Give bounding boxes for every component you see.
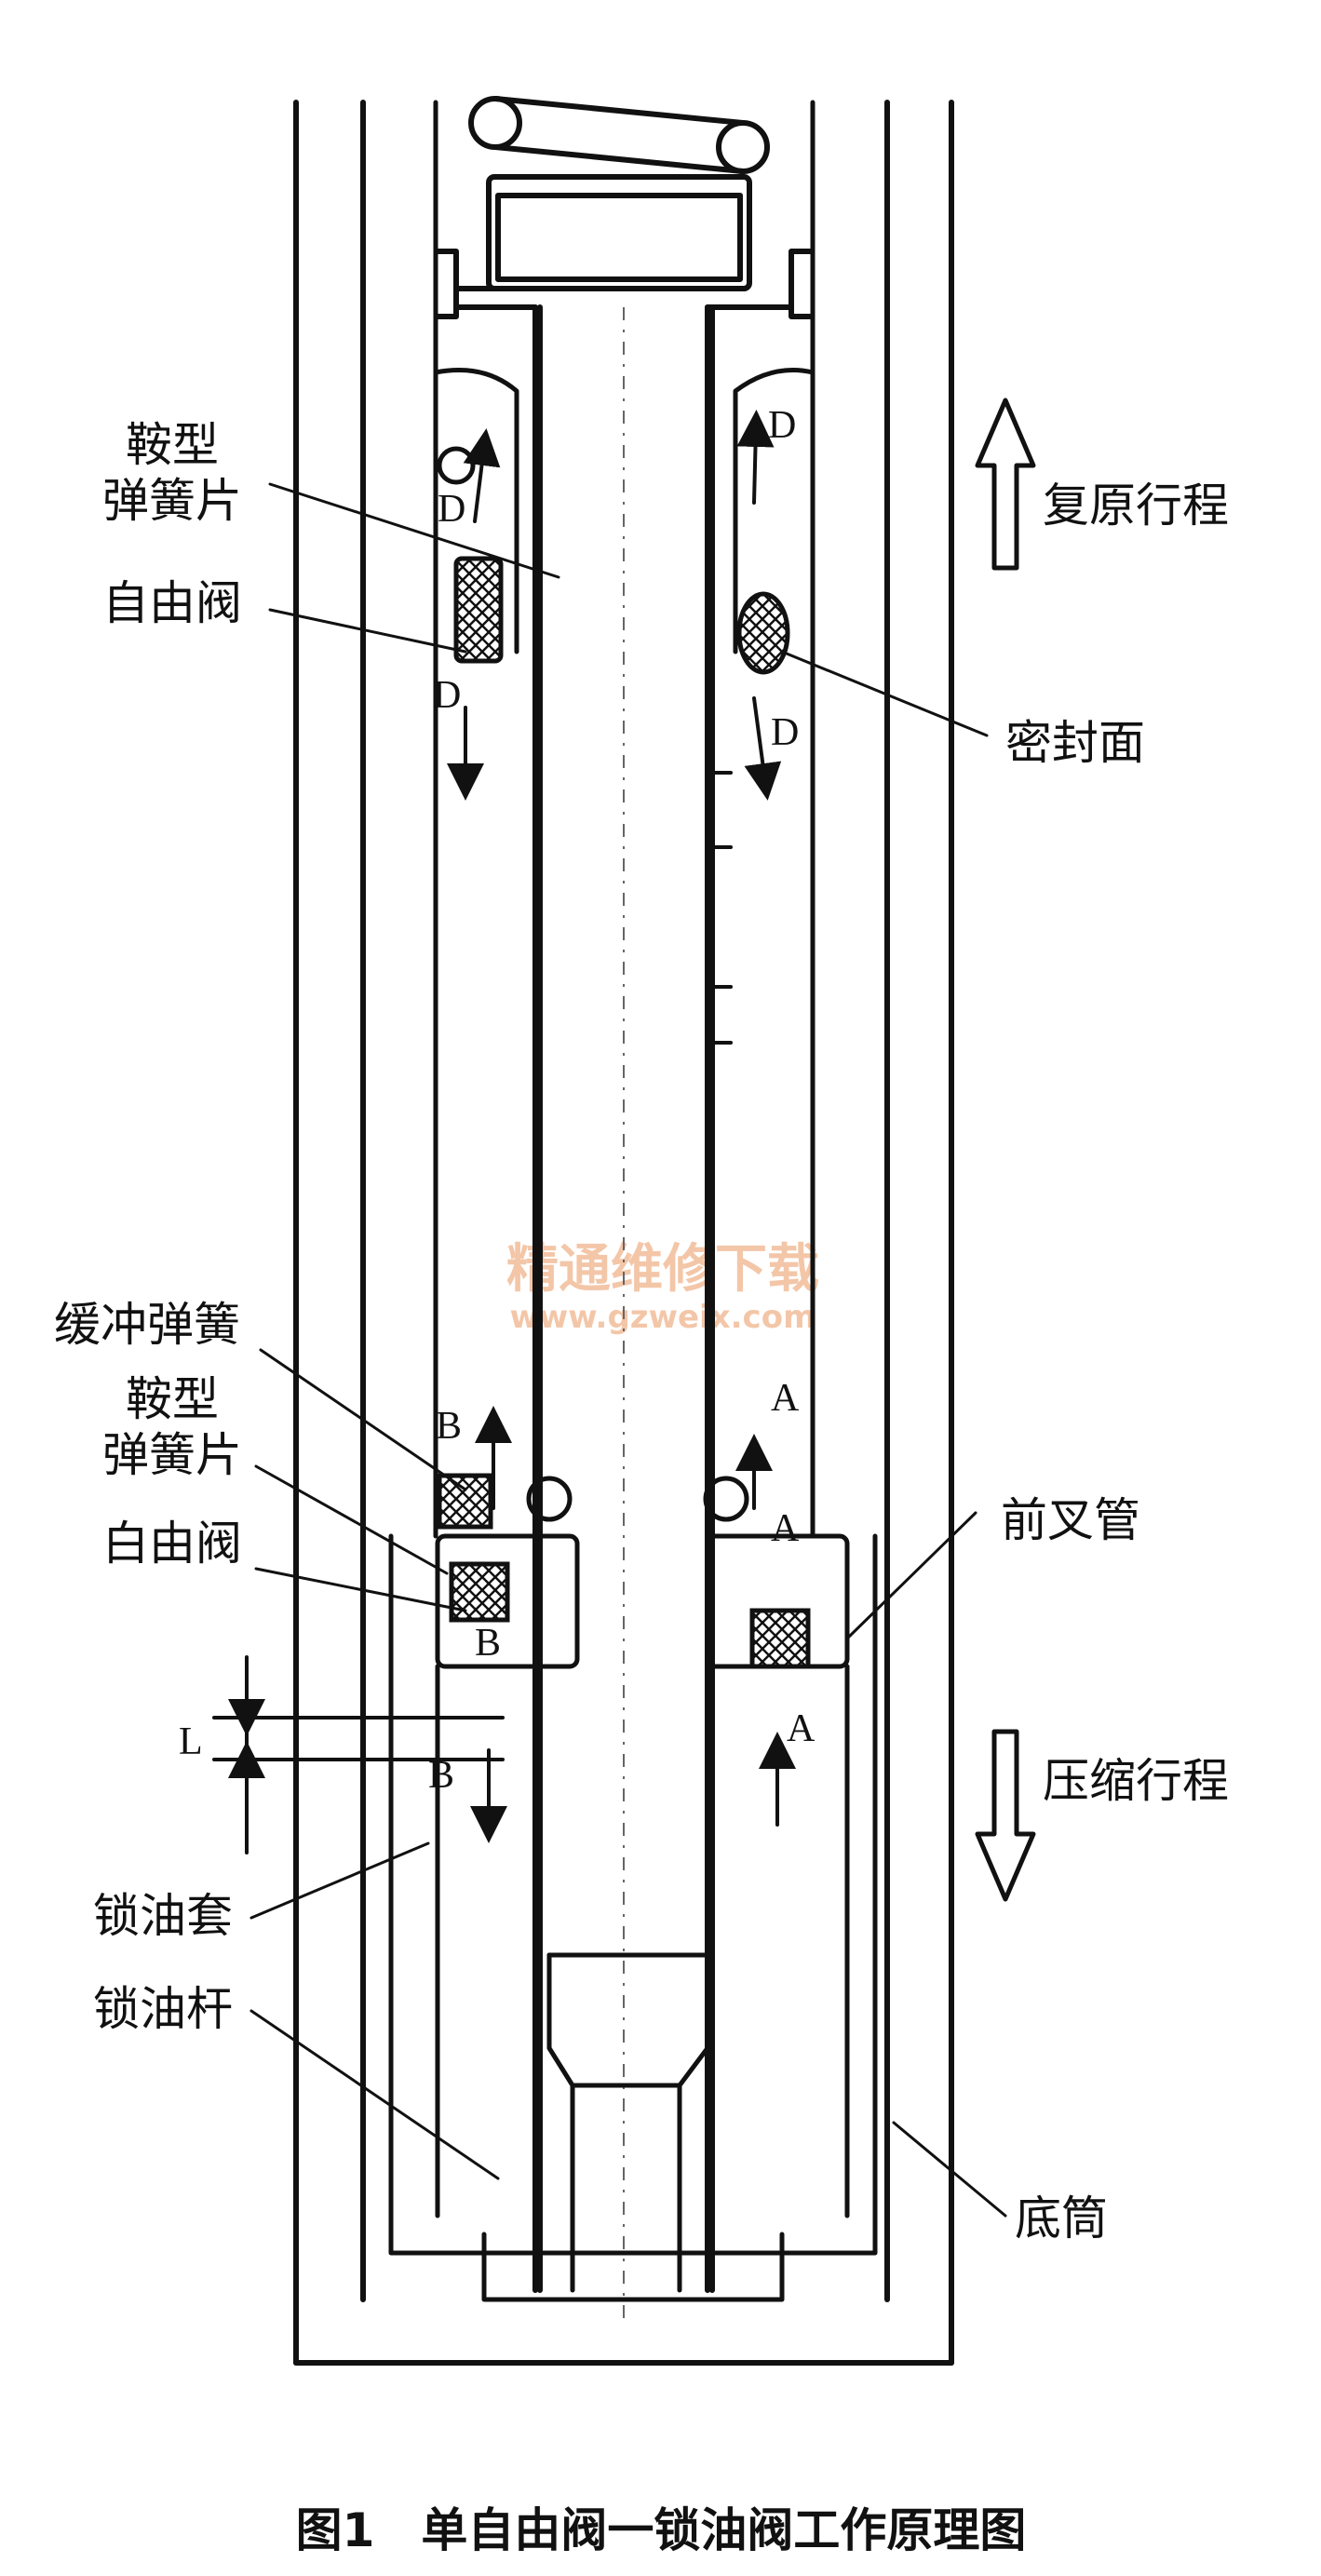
label-saddle-spring-top-1: 鞍型 bbox=[126, 418, 219, 472]
marker-B-top: B bbox=[436, 1405, 462, 1448]
lower-free-valve-seal-right bbox=[749, 1608, 811, 1669]
front-fork-tube bbox=[433, 100, 816, 1539]
lower-flow-arrows bbox=[470, 1406, 796, 1843]
watermark-cn: 精通维修下载 bbox=[506, 1239, 819, 1300]
label-compression-stroke: 压缩行程 bbox=[1043, 1754, 1229, 1808]
figure-caption: 图1 单自由阀一锁油阀工作原理图 bbox=[296, 2503, 1027, 2557]
labels: 鞍型 弹簧片 自由阀 密封面 复原行程 缓冲弹簧 鞍型 弹簧片 白由阀 前叉管 … bbox=[54, 418, 1229, 2246]
bottom-tube bbox=[293, 100, 954, 2366]
leader-lines bbox=[249, 482, 1007, 2218]
label-rebound-stroke: 复原行程 bbox=[1043, 479, 1229, 533]
label-free-valve-bottom: 白由阀 bbox=[102, 1517, 242, 1571]
marker-D-top-left: D bbox=[438, 488, 465, 531]
marker-B-low: B bbox=[428, 1754, 454, 1797]
compression-arrow bbox=[975, 1729, 1036, 1902]
label-front-fork-tube: 前叉管 bbox=[1001, 1493, 1140, 1547]
label-sealing-surface: 密封面 bbox=[1005, 716, 1145, 770]
marker-A-top: A bbox=[771, 1377, 800, 1420]
buffer-spring-coil bbox=[437, 1473, 493, 1530]
upper-flow-arrows bbox=[447, 410, 782, 801]
marker-B-mid: B bbox=[475, 1622, 501, 1665]
flow-markers: D D D D B B B A A A bbox=[428, 404, 816, 1797]
dimension-L bbox=[212, 1655, 505, 1854]
rod-slots bbox=[710, 771, 733, 1045]
marker-D-bottom-left: D bbox=[433, 674, 461, 717]
label-free-valve-top: 自由阀 bbox=[102, 576, 242, 630]
lock-oil-rod-shape bbox=[481, 1952, 785, 2302]
label-saddle-spring-bottom-2: 弹簧片 bbox=[102, 1428, 242, 1482]
sealing-surface-ring bbox=[736, 591, 790, 675]
watermark-url: www.gzweix.com bbox=[509, 1299, 816, 1336]
label-bottom-tube: 底筒 bbox=[1015, 2192, 1108, 2246]
upper-free-valve-seal bbox=[453, 556, 504, 664]
marker-D-top-right: D bbox=[768, 404, 796, 447]
top-cap bbox=[435, 96, 813, 2293]
label-lock-oil-sleeve: 锁油套 bbox=[93, 1889, 233, 1943]
marker-A-low: A bbox=[787, 1707, 816, 1750]
lower-free-valve-seal bbox=[449, 1561, 510, 1623]
label-lock-oil-rod: 锁油杆 bbox=[93, 1982, 233, 2036]
dimension-L-label: L bbox=[179, 1720, 203, 1763]
watermark: 精通维修下载 www.gzweix.com bbox=[506, 1239, 819, 1336]
label-saddle-spring-bottom-1: 鞍型 bbox=[126, 1372, 219, 1426]
marker-D-bottom-right: D bbox=[771, 711, 799, 754]
label-saddle-spring-top-2: 弹簧片 bbox=[102, 474, 242, 528]
rebound-arrow bbox=[975, 398, 1036, 571]
marker-A-mid: A bbox=[771, 1507, 800, 1550]
label-buffer-spring: 缓冲弹簧 bbox=[54, 1298, 240, 1352]
